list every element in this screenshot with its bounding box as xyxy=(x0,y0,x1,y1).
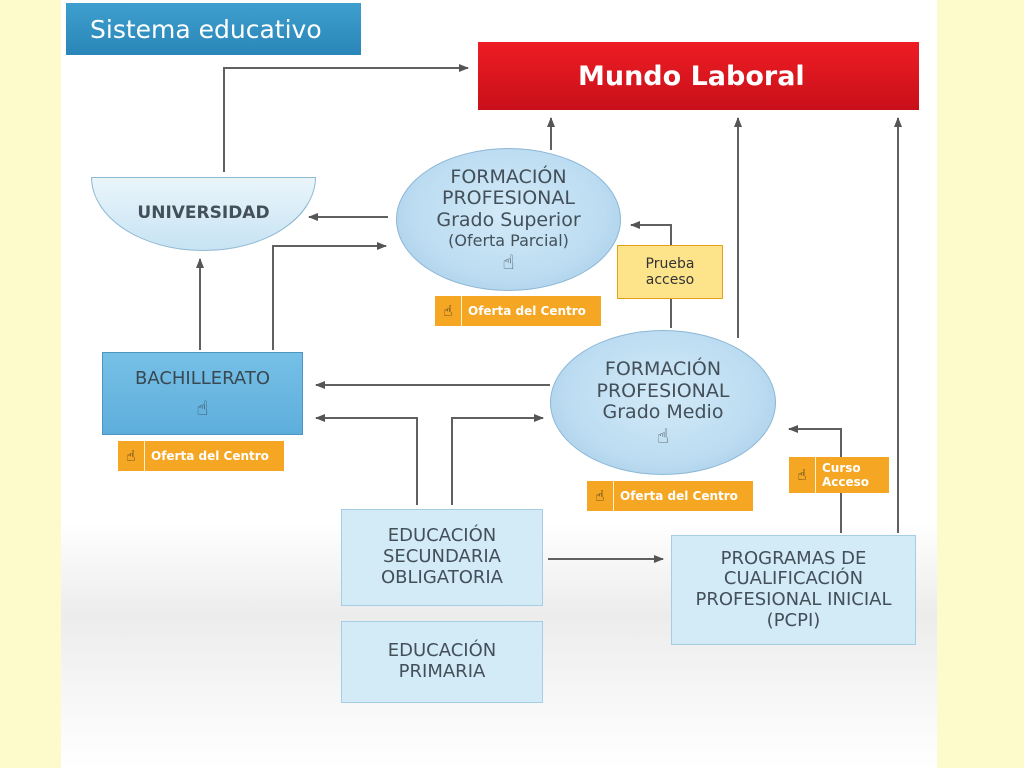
oferta-del-centro-medio-button[interactable]: ☝ Oferta del Centro xyxy=(587,481,753,511)
pointing-hand-icon: ☝ xyxy=(789,457,816,493)
fp-superior-line-3: Grado Superior xyxy=(436,209,581,232)
fp-grado-medio-ellipse[interactable]: FORMACIÓN PROFESIONAL Grado Medio ☝ xyxy=(550,330,776,475)
pcpi-line-2: CUALIFICACIÓN xyxy=(723,568,864,590)
arrow-eso-to-bachillerato xyxy=(315,414,418,505)
diagram-canvas: Sistema educativo Mundo Laboral UNIVERSI… xyxy=(61,0,937,768)
curso-acceso-label: Curso Acceso xyxy=(816,461,869,490)
fp-superior-line-4: (Oferta Parcial) xyxy=(448,231,569,251)
curso-acceso-line-2: Acceso xyxy=(822,475,870,489)
page-title: Sistema educativo xyxy=(90,14,322,44)
fp-superior-line-2: PROFESIONAL xyxy=(442,187,575,210)
primaria-box: EDUCACIÓN PRIMARIA xyxy=(341,621,543,703)
pcpi-line-3: PROFESIONAL INICIAL xyxy=(695,589,892,610)
pointing-hand-icon: ☝ xyxy=(118,441,145,471)
mundo-laboral-box: Mundo Laboral xyxy=(478,42,919,110)
fp-grado-superior-ellipse[interactable]: FORMACIÓN PROFESIONAL Grado Superior (Of… xyxy=(396,148,621,291)
prueba-acceso-box[interactable]: Prueba acceso xyxy=(617,245,723,299)
curso-acceso-button[interactable]: ☝ Curso Acceso xyxy=(789,457,889,493)
fp-superior-line-1: FORMACIÓN xyxy=(450,165,567,188)
oferta-superior-label: Oferta del Centro xyxy=(468,304,586,318)
universidad-label: UNIVERSIDAD xyxy=(137,203,270,224)
prueba-acceso-line-1: Prueba xyxy=(645,255,695,272)
oferta-medio-label: Oferta del Centro xyxy=(620,489,738,503)
prueba-acceso-line-2: acceso xyxy=(645,272,695,288)
pcpi-box: PROGRAMAS DE CUALIFICACIÓN PROFESIONAL I… xyxy=(671,535,916,645)
eso-line-2: SECUNDARIA xyxy=(383,546,501,568)
fp-medio-line-2: PROFESIONAL xyxy=(596,379,730,402)
oferta-del-centro-bachillerato-button[interactable]: ☝ Oferta del Centro xyxy=(118,441,284,471)
mundo-laboral-label: Mundo Laboral xyxy=(578,60,805,92)
bachillerato-label: BACHILLERATO xyxy=(134,368,271,390)
arrow-bachillerato-to-fpsuperior xyxy=(272,242,387,350)
oferta-del-centro-superior-button[interactable]: ☝ Oferta del Centro xyxy=(435,296,601,326)
pointing-hand-icon: ☝ xyxy=(587,481,614,511)
eso-line-3: OBLIGATORIA xyxy=(380,566,503,588)
pointing-hand-icon: ☝ xyxy=(196,395,209,420)
oferta-bachi-label: Oferta del Centro xyxy=(151,449,269,463)
pointing-hand-icon: ☝ xyxy=(502,250,515,275)
fp-medio-line-3: Grado Medio xyxy=(602,401,724,424)
arrow-pcpi-to-fpmedio xyxy=(788,425,842,533)
curso-acceso-line-1: Curso xyxy=(822,460,861,475)
fp-medio-line-1: FORMACIÓN xyxy=(604,357,722,380)
eso-line-1: EDUCACIÓN xyxy=(387,525,497,547)
pointing-hand-icon: ☝ xyxy=(656,424,670,449)
arrow-eso-to-fpmedio xyxy=(451,414,544,505)
pcpi-line-4: (PCPI) xyxy=(766,609,821,631)
primaria-line-2: PRIMARIA xyxy=(398,661,486,682)
arrow-universidad-to-mundo xyxy=(223,64,469,172)
eso-box: EDUCACIÓN SECUNDARIA OBLIGATORIA xyxy=(341,509,543,606)
title-banner: Sistema educativo xyxy=(66,3,361,55)
pointing-hand-icon: ☝ xyxy=(435,296,462,326)
bachillerato-box[interactable]: BACHILLERATO ☝ xyxy=(102,352,303,435)
pcpi-line-1: PROGRAMAS DE xyxy=(720,547,867,569)
primaria-line-1: EDUCACIÓN xyxy=(387,640,497,662)
